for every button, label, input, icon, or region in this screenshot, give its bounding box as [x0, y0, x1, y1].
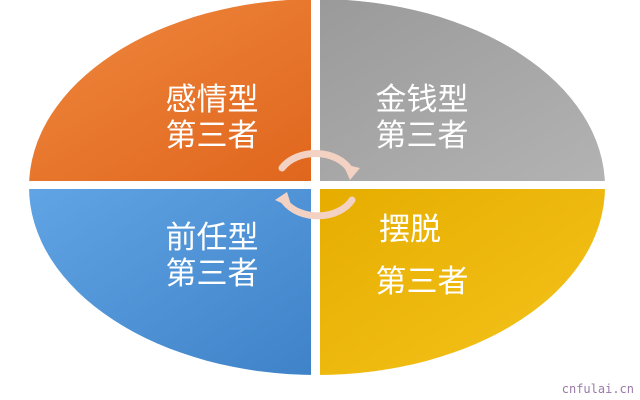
quadrant-emotional [29, 0, 311, 181]
quadrant-ex [29, 189, 311, 375]
emotional-label-1: 感情型 [166, 82, 259, 118]
ex-label-1: 前任型 [166, 220, 259, 256]
cycle-arrows-icon [275, 149, 360, 220]
quadrant-escape [320, 189, 605, 375]
money-label-2: 第三者 [376, 118, 469, 154]
ex-label-2: 第三者 [166, 256, 259, 292]
emotional-label-2: 第三者 [166, 118, 259, 154]
escape-label-2: 第三者 [376, 264, 469, 300]
watermark: cnfulai.cn [561, 382, 634, 396]
money-label-1: 金钱型 [376, 82, 469, 118]
quadrant-money [320, 0, 605, 181]
escape-label-1: 摆脱 [379, 212, 441, 248]
